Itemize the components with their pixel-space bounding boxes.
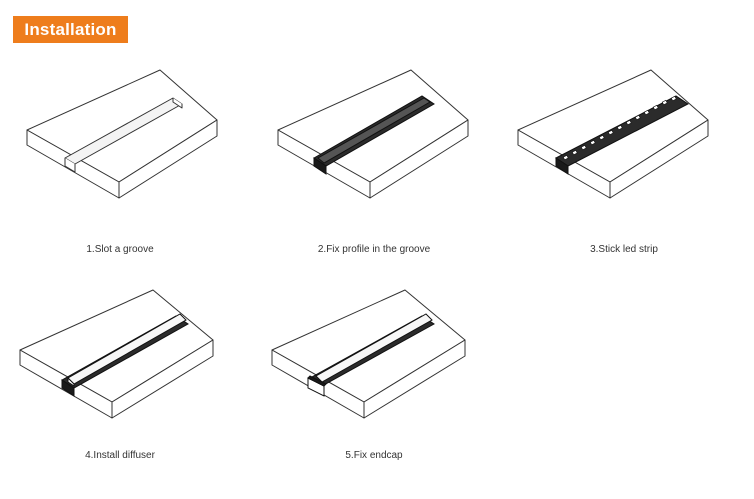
step-4-illustration — [18, 289, 223, 420]
step-1-caption: 1.Slot a groove — [86, 244, 154, 255]
led-chip-row — [562, 95, 677, 161]
step-5-caption: 5.Fix endcap — [345, 450, 403, 461]
board-with-diffuser-drawing — [19, 289, 214, 419]
step-3-illustration — [516, 69, 716, 200]
step-2-illustration — [276, 69, 476, 200]
board-with-profile-drawing — [277, 69, 469, 199]
section-title-badge: Installation — [13, 16, 128, 43]
board-with-endcap-drawing — [271, 289, 466, 419]
board-with-groove-drawing — [26, 69, 218, 199]
step-4-caption: 4.Install diffuser — [85, 450, 155, 461]
step-1-illustration — [25, 69, 225, 200]
board-with-led-strip-drawing — [517, 69, 709, 199]
section-title: Installation — [24, 19, 117, 39]
step-3-caption: 3.Stick led strip — [590, 244, 658, 255]
step-2-caption: 2.Fix profile in the groove — [317, 244, 431, 255]
step-5-illustration — [270, 289, 470, 420]
